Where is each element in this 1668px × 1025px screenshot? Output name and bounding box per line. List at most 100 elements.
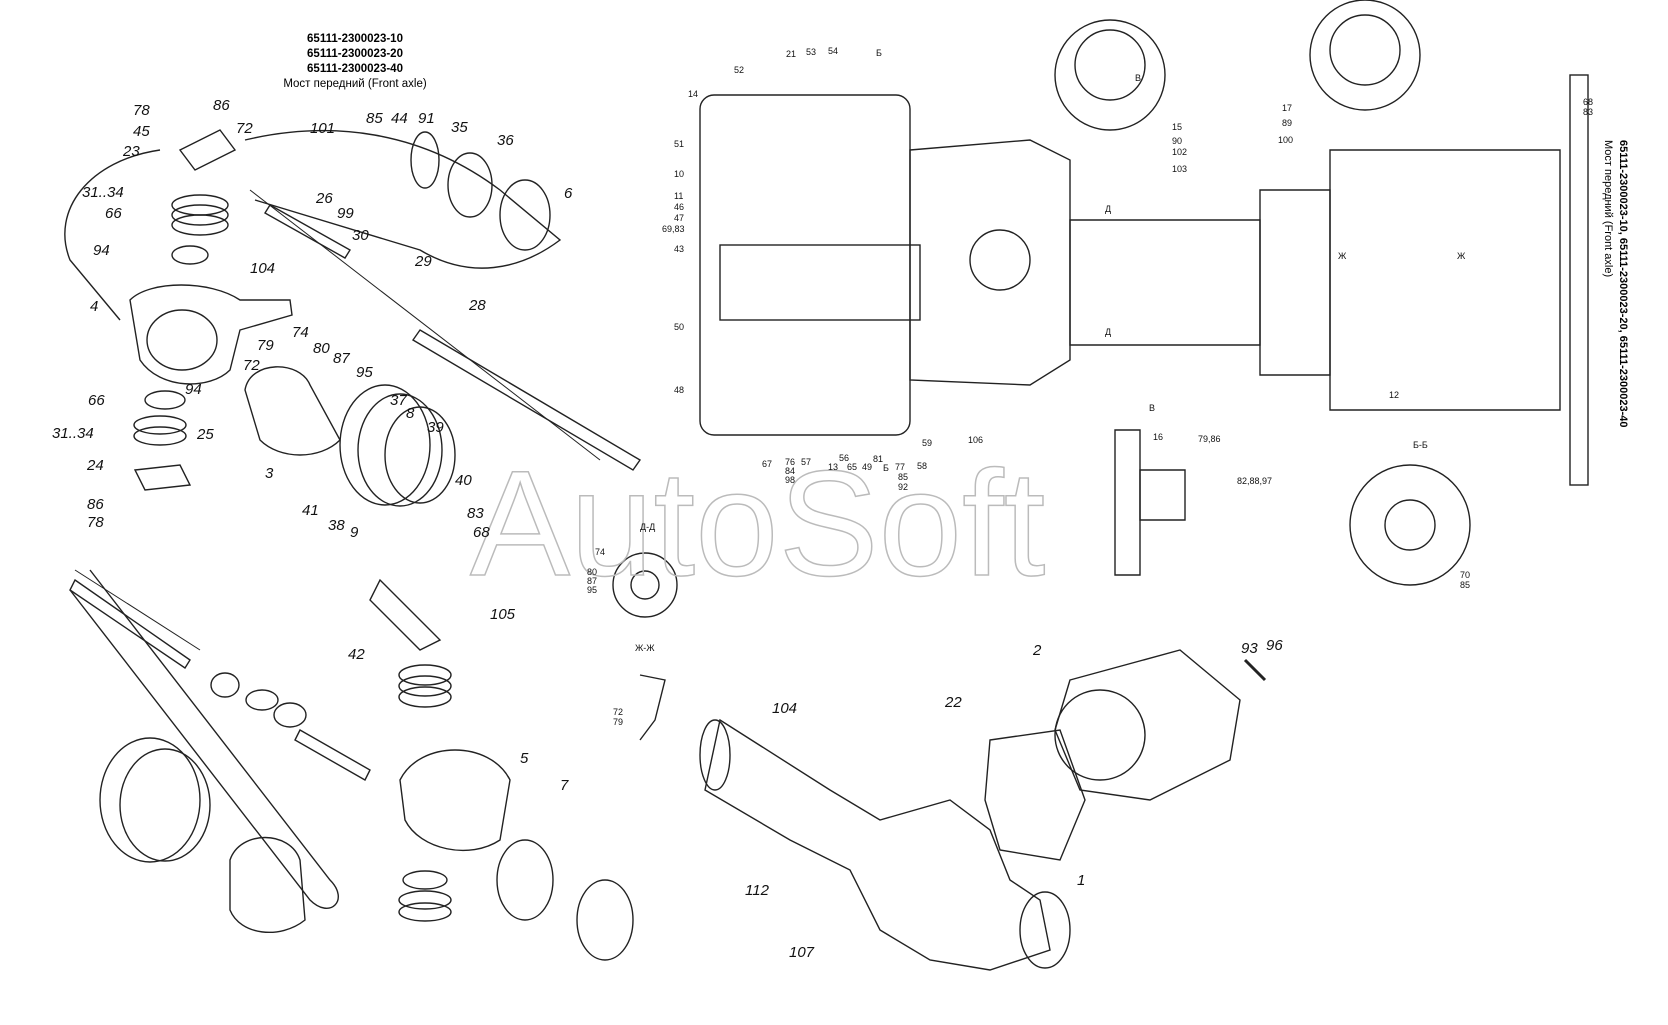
callout: 21 <box>786 49 796 59</box>
callout: 85 <box>366 110 383 127</box>
callout: 98 <box>785 475 795 485</box>
callout: 99 <box>337 205 354 222</box>
callout: 46 <box>674 202 684 212</box>
callout: 91 <box>418 110 435 127</box>
callout: 66 <box>105 205 122 222</box>
callout: 94 <box>185 381 202 398</box>
callout: 80 <box>587 567 597 577</box>
side-title-block: 65111-2300023-10, 65111-2300023-20, 6511… <box>1602 140 1629 428</box>
shaft-26 <box>264 204 351 259</box>
callout: 53 <box>806 47 816 57</box>
callout: 50 <box>674 322 684 332</box>
callout: 105 <box>490 606 516 623</box>
callout: 85 <box>898 472 908 482</box>
steering-knuckle-outline <box>64 149 161 321</box>
callout: 44 <box>391 110 408 127</box>
callout: 83 <box>467 505 484 522</box>
callout: 112 <box>745 882 770 899</box>
callout: 35 <box>451 119 468 136</box>
callout: 39 <box>427 419 444 436</box>
callout: 92 <box>898 482 908 492</box>
callout: 54 <box>828 46 838 56</box>
callout: 40 <box>455 472 472 489</box>
callout: 28 <box>468 297 486 314</box>
callout: 43 <box>674 244 684 254</box>
callout: 22 <box>944 694 962 711</box>
callout: 31..34 <box>82 184 124 201</box>
callout: 57 <box>801 457 811 467</box>
callout: 82,88,97 <box>1237 476 1272 486</box>
title-block: 65111-2300023-10 65111-2300023-20 65111-… <box>283 33 427 90</box>
callout: 87 <box>333 350 350 367</box>
side-title-codes: 65111-2300023-10, 65111-2300023-20, 6511… <box>1617 140 1629 428</box>
callout: 5 <box>520 750 529 767</box>
callout: 2 <box>1032 642 1042 659</box>
callout: 87 <box>587 576 597 586</box>
callout: 29 <box>414 253 432 270</box>
callout: 77 <box>895 462 905 472</box>
axle-shaft-28 <box>411 329 642 471</box>
callout: 107 <box>789 944 815 961</box>
callout: 67 <box>762 459 772 469</box>
callout: 26 <box>315 190 333 207</box>
callout: 45 <box>133 123 150 140</box>
callout: 3 <box>265 465 274 482</box>
callout: 17 <box>1282 103 1292 113</box>
callout: 7 <box>560 777 569 794</box>
callout: 72 <box>236 120 253 137</box>
callout: 16 <box>1153 432 1163 442</box>
callout: 86 <box>213 97 230 114</box>
callout: 83 <box>1583 107 1593 117</box>
callout: 10 <box>674 169 684 179</box>
callout: 58 <box>917 461 927 471</box>
callout: 36 <box>497 132 514 149</box>
callout: 49 <box>862 462 872 472</box>
callout: 9 <box>350 524 359 541</box>
callout: 72 <box>243 357 260 374</box>
callout: 80 <box>313 340 330 357</box>
callout: 95 <box>587 585 597 595</box>
callout: 78 <box>87 514 104 531</box>
callout: 103 <box>1172 164 1187 174</box>
callout: Д-Д <box>640 522 655 532</box>
callout: 65 <box>847 462 857 472</box>
callout: 81 <box>873 454 883 464</box>
callout: Ж <box>1338 251 1347 261</box>
watermark: AutoSoft <box>470 439 1045 607</box>
callout: 48 <box>674 385 684 395</box>
side-title-name: Мост передний (Front axle) <box>1602 140 1614 277</box>
callout: 74 <box>595 547 605 557</box>
callout: 15 <box>1172 122 1182 132</box>
callout: 69,83 <box>662 224 685 234</box>
hub-section <box>699 94 911 436</box>
callout: 94 <box>93 242 110 259</box>
callout: 95 <box>356 364 373 381</box>
callout: 90 <box>1172 136 1182 146</box>
callouts-section: 52 21 53 54 Б 14 51 10 11 46 47 69,83 43… <box>587 46 1593 727</box>
callout: 79,86 <box>1198 434 1221 444</box>
callout: 104 <box>772 700 797 717</box>
callout: 70 <box>1460 570 1470 580</box>
callout: 76 <box>785 457 795 467</box>
callout: 78 <box>133 102 150 119</box>
callout: 72 <box>613 707 623 717</box>
callout: Б <box>883 463 889 473</box>
callout: 52 <box>734 65 744 75</box>
callout: 79 <box>613 717 623 727</box>
knuckle-5 <box>399 749 511 852</box>
callout: 79 <box>257 337 274 354</box>
callout: Б-Б <box>1413 440 1428 450</box>
callout: 6 <box>564 185 573 202</box>
callout: 13 <box>828 462 838 472</box>
callout: 93 <box>1241 640 1258 657</box>
axle-housing-1 <box>704 718 1051 971</box>
callout: Ж-Ж <box>635 643 655 653</box>
callout: 74 <box>292 324 309 341</box>
callout: 56 <box>839 453 849 463</box>
title-code-1: 65111-2300023-10 <box>307 33 403 45</box>
callout: 106 <box>968 435 983 445</box>
callout: 47 <box>674 213 684 223</box>
callout: 8 <box>406 405 415 422</box>
